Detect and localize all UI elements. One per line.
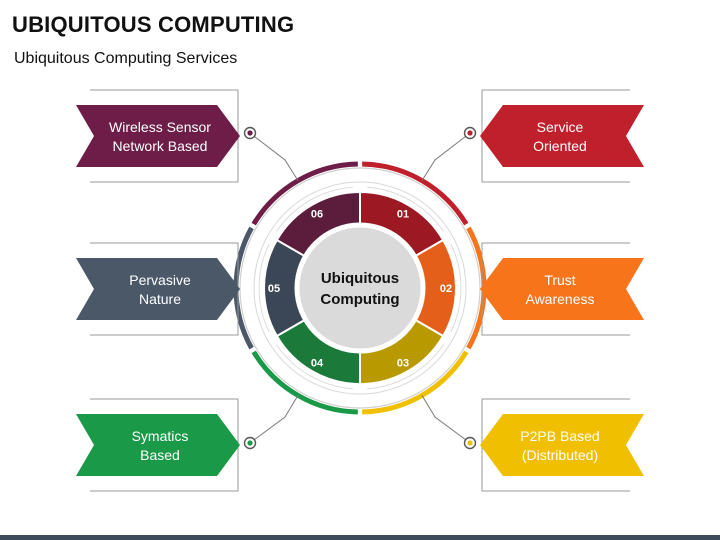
segment-wheel: 01 02 03 04 05 06 — [263, 190, 457, 386]
banner-label-03-line2: (Distributed) — [522, 447, 598, 463]
banner-outline-edges-04 — [90, 398, 216, 492]
banner-shape-02 — [480, 258, 644, 320]
banner-label-06-line2: Network Based — [113, 138, 208, 154]
connector-node-dot-03 — [467, 440, 473, 446]
inner-arc-01 — [367, 186, 445, 232]
banner-label-05-line2: Nature — [139, 291, 181, 307]
connector-node-dot-04 — [247, 440, 253, 446]
inner-arc-03 — [367, 344, 445, 390]
center-hub — [294, 222, 426, 354]
inner-arc-04 — [275, 344, 353, 390]
inner-arc-05 — [258, 243, 270, 333]
connector-line-01 — [421, 132, 471, 181]
banner-shape-06 — [76, 105, 240, 167]
inner-arc-06 — [275, 186, 353, 232]
banner-shape-05 — [76, 258, 240, 320]
banner-shape-01 — [480, 105, 644, 167]
banner-shape-03 — [480, 414, 644, 476]
banner-shape-04 — [76, 414, 240, 476]
banner-label-01-line1: Service — [537, 119, 584, 135]
segment-number-02: 02 — [440, 283, 452, 295]
banner-label-05-line1: Pervasive — [129, 272, 191, 288]
banner-label-04-line2: Based — [140, 447, 180, 463]
segment-number-01: 01 — [397, 209, 409, 221]
page-title: UBIQUITOUS COMPUTING — [12, 12, 295, 37]
banner-label-02-line2: Awareness — [525, 291, 594, 307]
footer-bar — [0, 535, 720, 540]
connector-node-dot-06 — [247, 130, 253, 136]
banner-outline-edges-06 — [90, 89, 216, 183]
banner-outline-edges-01 — [504, 89, 630, 183]
connector-line-04 — [249, 395, 299, 444]
inner-arc-02 — [450, 243, 462, 333]
banner-outline-edges-03 — [504, 398, 630, 492]
banner-outline-edges-05 — [90, 242, 216, 336]
center-label-line1: Ubiquitous — [321, 270, 399, 287]
banner-label-03-line1: P2PB Based — [520, 428, 599, 444]
segment-number-05: 05 — [268, 283, 280, 295]
segment-number-04: 04 — [311, 357, 324, 369]
banner-outline-edges-02 — [504, 242, 630, 336]
banner-label-06-line1: Wireless Sensor — [109, 119, 211, 135]
ring-outer-guide — [239, 167, 481, 409]
connector-line-03 — [421, 395, 471, 444]
segment-number-06: 06 — [311, 209, 323, 221]
connector-node-dot-01 — [467, 130, 473, 136]
page-subtitle: Ubiquitous Computing Services — [14, 50, 238, 67]
ring-inner-guide — [253, 181, 467, 395]
segment-number-03: 03 — [397, 357, 409, 369]
banner-label-01-line2: Oriented — [533, 138, 587, 154]
connector-line-06 — [249, 132, 299, 181]
center-label-line2: Computing — [320, 291, 399, 308]
banner-label-02-line1: Trust — [544, 272, 575, 288]
banner-03: P2PB Based (Distributed) — [480, 398, 644, 492]
banner-label-04-line1: Symatics — [132, 428, 189, 444]
